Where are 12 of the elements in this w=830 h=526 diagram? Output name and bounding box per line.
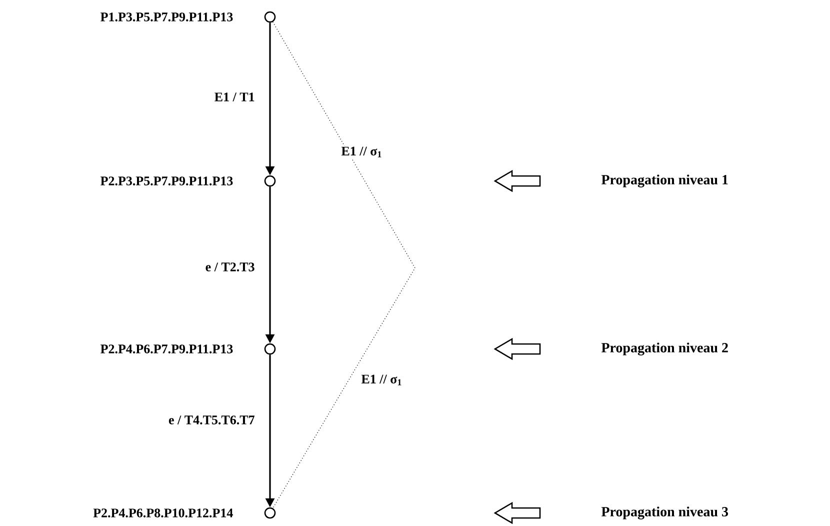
transition-label: E1 // σ$_{1}$ [360, 374, 404, 386]
state-label: P2.P4.P6.P7.P9.P11.P13 [100, 344, 233, 354]
state-label: P2.P3.P5.P7.P9.P11.P13 [100, 176, 233, 186]
edge-label: E1 // σ$_{1}$ [340, 146, 384, 158]
edge-label: E1 / T1 [213, 92, 256, 102]
level-label: Propagation niveau 2 [601, 342, 728, 356]
edge-label: e / T2.T3 [204, 262, 256, 272]
state-label: P1.P3.P5.P7.P9.P11.P13 [100, 12, 233, 22]
level-label: Propagation niveau 1 [601, 174, 728, 188]
level-label: Propagation niveau 3 [601, 506, 728, 520]
state-label: P2.P4.P6.P8.P10.P12.P14 [93, 508, 233, 518]
edge-label: e / T4.T5.T6.T7 [168, 414, 256, 426]
